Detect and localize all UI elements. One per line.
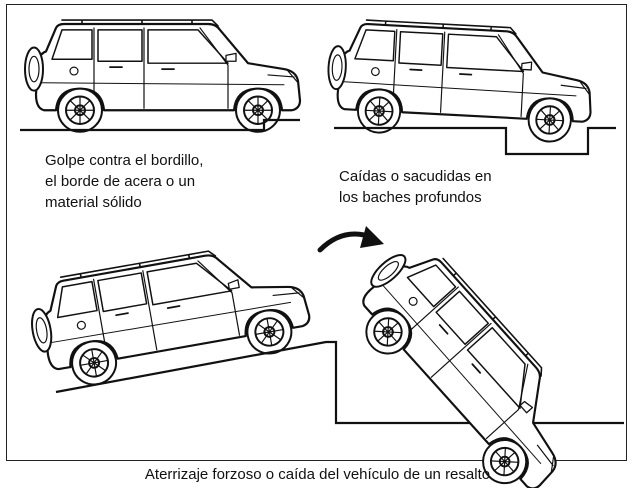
vehicle-falling-icon — [334, 230, 601, 488]
pothole-caption-line-1: Caídas o sacudidas en — [339, 168, 492, 185]
vehicle-curb-icon — [23, 18, 302, 133]
pothole-caption: Caídas o sacudidas en los baches profund… — [339, 166, 492, 208]
pothole-ground-line — [334, 126, 616, 156]
curb-caption: Golpe contra el bordillo, el borde de ac… — [45, 150, 203, 213]
curved-arrow-icon — [317, 226, 384, 253]
slope-ground-line — [55, 340, 624, 425]
curb-caption-line-3: material sólido — [45, 194, 142, 211]
curb-ground-line — [20, 118, 300, 132]
curb-caption-line-1: Golpe contra el bordillo, — [45, 152, 204, 169]
landing-caption: Aterrizaje forzoso o caída del vehículo … — [144, 466, 491, 483]
pothole-caption-line-2: los baches profundos — [339, 189, 482, 206]
vehicle-pothole-icon — [324, 17, 596, 145]
illustration-frame — [6, 4, 627, 461]
curb-caption-line-2: el borde de acera o un — [45, 173, 196, 190]
